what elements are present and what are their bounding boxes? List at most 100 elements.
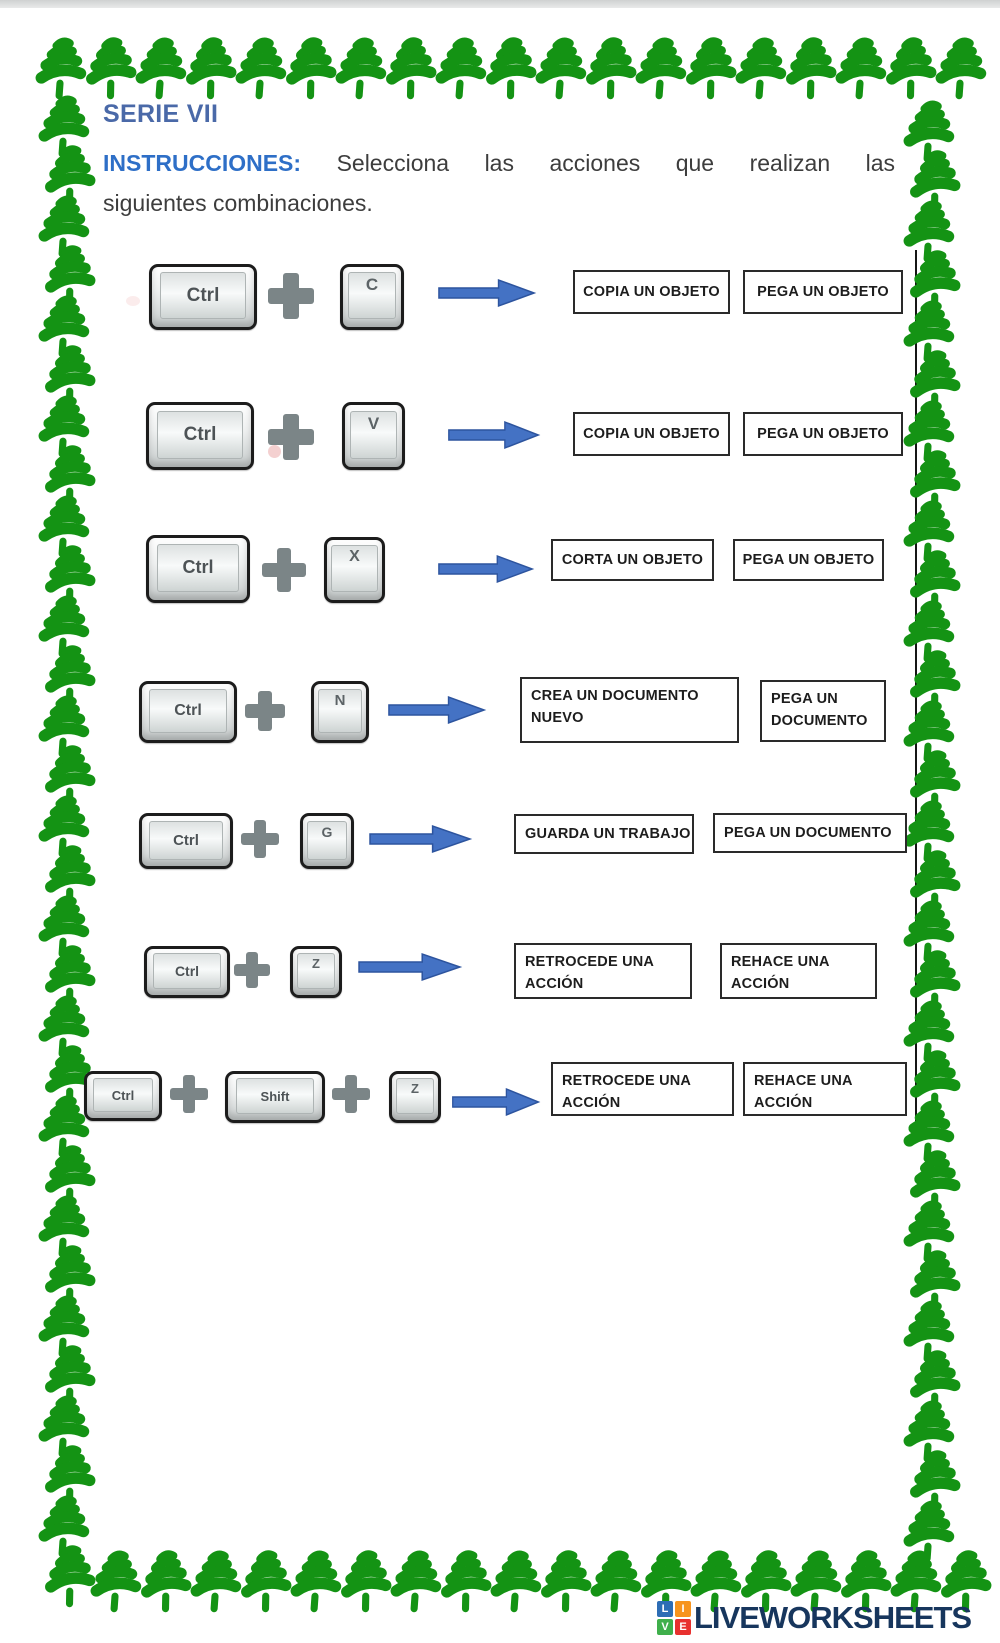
christmas-tree-icon	[833, 37, 887, 101]
liveworksheets-logo-text: LIVEWORKSHEETS	[694, 1600, 972, 1635]
letter-key: Z	[290, 946, 342, 998]
exercise-row: Ctrl Shift Z RETROCEDE UNA ACCIÓN REHACE…	[0, 1062, 1000, 1141]
christmas-tree-icon	[488, 1550, 542, 1614]
plus-icon	[268, 414, 314, 460]
instructions-label: INSTRUCCIONES:	[103, 150, 302, 176]
christmas-tree-icon	[536, 1549, 593, 1616]
exercise-row: Ctrl Z RETROCEDE UNA ACCIÓN REHACE UNA A…	[0, 943, 1000, 1016]
ctrl-key: Ctrl	[149, 264, 257, 330]
answer-option[interactable]: CREA UN DOCUMENTO NUEVO	[520, 677, 739, 743]
christmas-tree-icon	[905, 1249, 962, 1316]
arrow-icon	[358, 952, 463, 982]
christmas-tree-icon	[436, 1549, 493, 1616]
christmas-tree-icon	[136, 1549, 193, 1616]
christmas-tree-icon	[288, 1550, 342, 1614]
christmas-tree-icon	[36, 195, 90, 259]
christmas-tree-icon	[281, 36, 338, 103]
exercise-row: Ctrl N CREA UN DOCUMENTO NUEVO PEGA UN D…	[0, 677, 1000, 747]
answer-option[interactable]: PEGA UN DOCUMENTO	[760, 680, 886, 742]
shift-key: Shift	[225, 1071, 325, 1123]
letter-key: X	[324, 537, 385, 603]
page-title: SERIE VII	[103, 100, 219, 128]
christmas-tree-icon	[36, 1295, 90, 1359]
plus-icon	[268, 273, 314, 319]
christmas-tree-icon	[188, 1550, 242, 1614]
christmas-tree-icon	[388, 1550, 442, 1614]
answer-option[interactable]: RETROCEDE UNA ACCIÓN	[551, 1062, 734, 1116]
christmas-tree-icon	[381, 36, 438, 103]
exercise-row: Ctrl C COPIA UN OBJETO PEGA UN OBJETO	[0, 264, 1000, 334]
christmas-tree-icon	[36, 1195, 90, 1259]
letter-key: V	[342, 402, 405, 470]
scan-smudge	[268, 445, 281, 458]
christmas-tree-icon	[901, 1400, 955, 1464]
answer-option[interactable]: PEGA UN OBJETO	[743, 412, 903, 456]
christmas-tree-icon	[88, 1550, 142, 1614]
christmas-tree-icon	[901, 600, 955, 664]
christmas-tree-icon	[336, 1549, 393, 1616]
christmas-tree-icon	[905, 749, 962, 816]
instructions-text: INSTRUCCIONES: Selecciona las acciones q…	[103, 143, 895, 223]
answer-option[interactable]: GUARDA UN TRABAJO	[514, 814, 694, 854]
plus-icon	[170, 1075, 208, 1113]
letter-key: N	[311, 681, 369, 743]
plus-icon	[241, 820, 279, 858]
christmas-tree-icon	[40, 1344, 97, 1411]
christmas-tree-icon	[901, 100, 955, 164]
arrow-icon	[369, 824, 473, 854]
christmas-tree-icon	[581, 36, 638, 103]
ctrl-key: Ctrl	[139, 681, 237, 743]
exercise-row: Ctrl G GUARDA UN TRABAJO PEGA UN DOCUMEN…	[0, 813, 1000, 883]
answer-option[interactable]: CORTA UN OBJETO	[551, 539, 714, 581]
answer-option[interactable]: COPIA UN OBJETO	[573, 270, 730, 314]
christmas-tree-icon	[40, 1544, 97, 1611]
christmas-tree-icon	[781, 36, 838, 103]
arrow-icon	[448, 420, 541, 450]
logo-square-i: I	[675, 1601, 691, 1617]
christmas-tree-icon	[40, 344, 97, 411]
answer-option[interactable]: PEGA UN OBJETO	[743, 270, 903, 314]
christmas-tree-icon	[181, 36, 238, 103]
liveworksheets-logo-squares: L I V E	[657, 1601, 691, 1635]
christmas-tree-icon	[36, 1495, 90, 1559]
answer-option[interactable]: PEGA UN DOCUMENTO	[713, 813, 907, 853]
answer-option[interactable]: COPIA UN OBJETO	[573, 412, 730, 456]
answer-option[interactable]: RETROCEDE UNA ACCIÓN	[514, 943, 692, 999]
answer-option[interactable]: PEGA UN OBJETO	[733, 539, 884, 581]
arrow-icon	[388, 695, 487, 725]
arrow-icon	[438, 278, 537, 308]
plus-icon	[262, 548, 306, 592]
instructions-line2: siguientes combinaciones.	[103, 190, 373, 216]
arrow-icon	[452, 1087, 541, 1117]
christmas-tree-icon	[901, 200, 955, 264]
christmas-tree-icon	[40, 744, 97, 811]
christmas-tree-icon	[905, 1149, 962, 1216]
christmas-tree-icon	[901, 1200, 955, 1264]
ctrl-key: Ctrl	[84, 1071, 162, 1121]
christmas-tree-icon	[40, 1144, 97, 1211]
christmas-tree-icon	[236, 1549, 293, 1616]
instructions-line1: Selecciona las acciones que realizan las	[336, 150, 896, 176]
christmas-tree-icon	[36, 95, 90, 159]
christmas-tree-icon	[233, 37, 287, 101]
letter-key: Z	[389, 1071, 441, 1123]
logo-square-e: E	[675, 1619, 691, 1635]
christmas-tree-icon	[133, 37, 187, 101]
christmas-tree-icon	[40, 1244, 97, 1311]
liveworksheets-logo[interactable]: L I V E LIVEWORKSHEETS	[657, 1598, 972, 1638]
ctrl-key: Ctrl	[146, 402, 254, 470]
christmas-tree-icon	[333, 37, 387, 101]
answer-option[interactable]: REHACE UNA ACCIÓN	[743, 1062, 907, 1116]
scan-edge	[0, 0, 1000, 8]
answer-option[interactable]: REHACE UNA ACCIÓN	[720, 943, 877, 999]
christmas-tree-icon	[36, 1395, 90, 1459]
christmas-tree-icon	[933, 37, 987, 101]
christmas-tree-icon	[433, 37, 487, 101]
exercise-row: Ctrl X CORTA UN OBJETO PEGA UN OBJETO	[0, 535, 1000, 605]
christmas-tree-icon	[33, 37, 87, 101]
logo-square-l: L	[657, 1601, 673, 1617]
christmas-tree-icon	[905, 1449, 962, 1516]
exercise-row: Ctrl V COPIA UN OBJETO PEGA UN OBJETO	[0, 402, 1000, 472]
plus-icon	[332, 1075, 370, 1113]
